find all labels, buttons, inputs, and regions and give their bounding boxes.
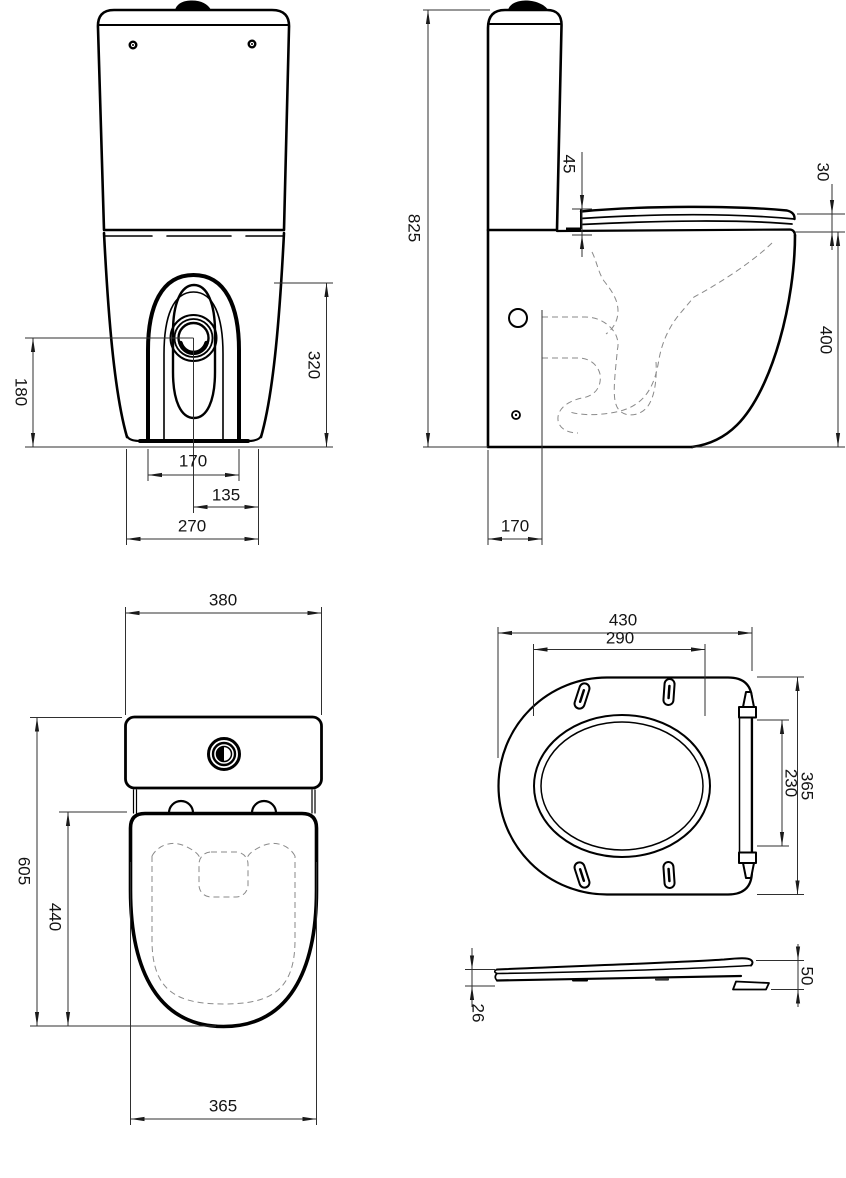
hole-center-dot: [514, 413, 518, 417]
hinge-damper-top: [742, 691, 755, 708]
side-fixing-hole-large: [508, 308, 528, 328]
lid-recess-outer: [533, 714, 711, 858]
dim-front-opening-height-label: 320: [305, 351, 324, 379]
hole-center-dot: [251, 43, 253, 45]
hinge-foot-profile: [732, 980, 770, 991]
cistern-fixing-hole-left: [128, 40, 138, 50]
bumper-profile-left: [572, 978, 588, 982]
ext-seat-front: [795, 213, 845, 233]
dim-plan-cistern-width-label: 380: [209, 591, 237, 610]
cistern-fixing-hole-right: [247, 39, 257, 49]
hinge-rod: [738, 716, 753, 854]
seat-plan-outline-on-wc: [128, 811, 319, 1029]
dim-hinge-height-label: 50: [798, 967, 817, 986]
seat-underside-profile: [580, 220, 793, 226]
dim-seat-depth-label: 365: [798, 772, 817, 800]
dim-seat-width-label: 430: [609, 611, 637, 630]
dim-plan-bowl-depth-label: 440: [46, 903, 65, 931]
ext-seat-width: [497, 627, 753, 758]
bumper-slot-bottom-left: [573, 861, 591, 889]
wc-front-view: 180 320 170 135 270: [12, 0, 333, 545]
dim-side-seat-rear-label: 45: [560, 155, 579, 174]
seat-profile-bottom: [495, 974, 743, 982]
flush-button-ring-middle: [211, 741, 237, 767]
dim-plan-bowl-width-label: 365: [209, 1097, 237, 1116]
seat-profile-left-cap: [493, 968, 498, 982]
seat-gap-shadow: [566, 227, 581, 232]
hidden-sump: [613, 353, 657, 416]
flush-button-front-icon: [175, 0, 211, 10]
ext-seat-rear: [572, 208, 592, 236]
hidden-bowl-opening-top-right: [246, 842, 296, 859]
side-fixing-hole-small: [511, 410, 521, 420]
bumper-slot-top-left: [573, 682, 591, 710]
seat-lid-outline: [497, 676, 754, 896]
seat-profile-view: 26 50: [465, 944, 817, 1022]
bumper-slot-top-right: [662, 678, 676, 706]
wc-side-view: 825 45 30 400 170: [405, 0, 845, 545]
dim-side-bowl-height-label: 400: [817, 326, 836, 354]
ext-seat-thickness: [465, 969, 495, 987]
bowl-side-left: [102, 231, 129, 439]
hidden-trap-upper: [542, 316, 619, 352]
hidden-flush-outlet: [198, 851, 249, 898]
cistern-side-outline: [486, 8, 563, 232]
dim-side-total-height-label: 825: [405, 214, 424, 242]
dim-front-drain-height-label: 180: [12, 378, 31, 406]
bowl-side-right: [259, 231, 286, 439]
ext-seat-inner-width: [533, 644, 706, 716]
bowl-back-band-lines: [132, 789, 316, 814]
hidden-bowl-opening-top-left: [151, 842, 201, 859]
seat-hinge-bump-right: [250, 799, 278, 815]
cistern-front-outline: [96, 8, 291, 232]
ext-total-height: [423, 9, 490, 448]
ext-bowl-width: [130, 862, 317, 1125]
lid-recess-inner: [540, 721, 704, 851]
dim-seat-thickness-label: 26: [469, 1004, 488, 1023]
lid-top-profile: [579, 205, 796, 221]
dim-plan-total-depth-label: 605: [15, 857, 34, 885]
hidden-rim-channel: [591, 251, 619, 335]
dim-side-outlet-to-wall-label: 170: [501, 517, 529, 536]
dim-side-seat-front-label: 30: [814, 163, 833, 182]
dim-front-base-width-label: 270: [178, 517, 206, 536]
seat-profile-joint-line: [496, 964, 752, 975]
pedestal-arch-inner: [163, 291, 224, 442]
bowl-back-and-floor: [486, 228, 694, 449]
hidden-trap-lower: [542, 357, 601, 434]
bowl-rim-line: [555, 228, 797, 238]
pedestal-arch-outer: [146, 273, 241, 443]
dim-front-center-offset-label: 135: [212, 486, 240, 505]
bumper-profile-right: [655, 978, 669, 981]
hinge-block-top: [738, 706, 757, 719]
dim-seat-inner-width-label: 290: [606, 629, 634, 648]
bumper-slot-bottom-right: [662, 861, 676, 889]
ext-cistern-width: [125, 607, 322, 715]
hidden-bowl-interior: [569, 242, 773, 416]
seat-profile-lid-top: [496, 957, 754, 971]
hinge-damper-bottom: [742, 862, 755, 879]
dim-front-foot-width-label: 170: [179, 452, 207, 471]
flush-button-side-icon: [508, 0, 548, 10]
wc-plan-view: 380 605 440 365: [15, 591, 323, 1125]
ext-hinge-height: [756, 960, 804, 990]
lid-underside-profile: [580, 213, 796, 220]
hinge-block-bottom: [738, 851, 757, 864]
seat-hinge-bump-left: [167, 799, 195, 815]
bowl-front-curve: [690, 233, 797, 449]
hidden-bowl-opening: [151, 856, 296, 1005]
ext-total-depth: [30, 717, 216, 1027]
hole-center-dot: [132, 44, 134, 46]
outlet-centerlines: [25, 337, 194, 513]
flush-button-ring-outer: [207, 737, 241, 771]
flush-button-half-icon: [216, 746, 224, 762]
ext-outlet-to-wall: [487, 310, 543, 545]
seat-plan-view: 430 290 230 365: [497, 611, 817, 896]
